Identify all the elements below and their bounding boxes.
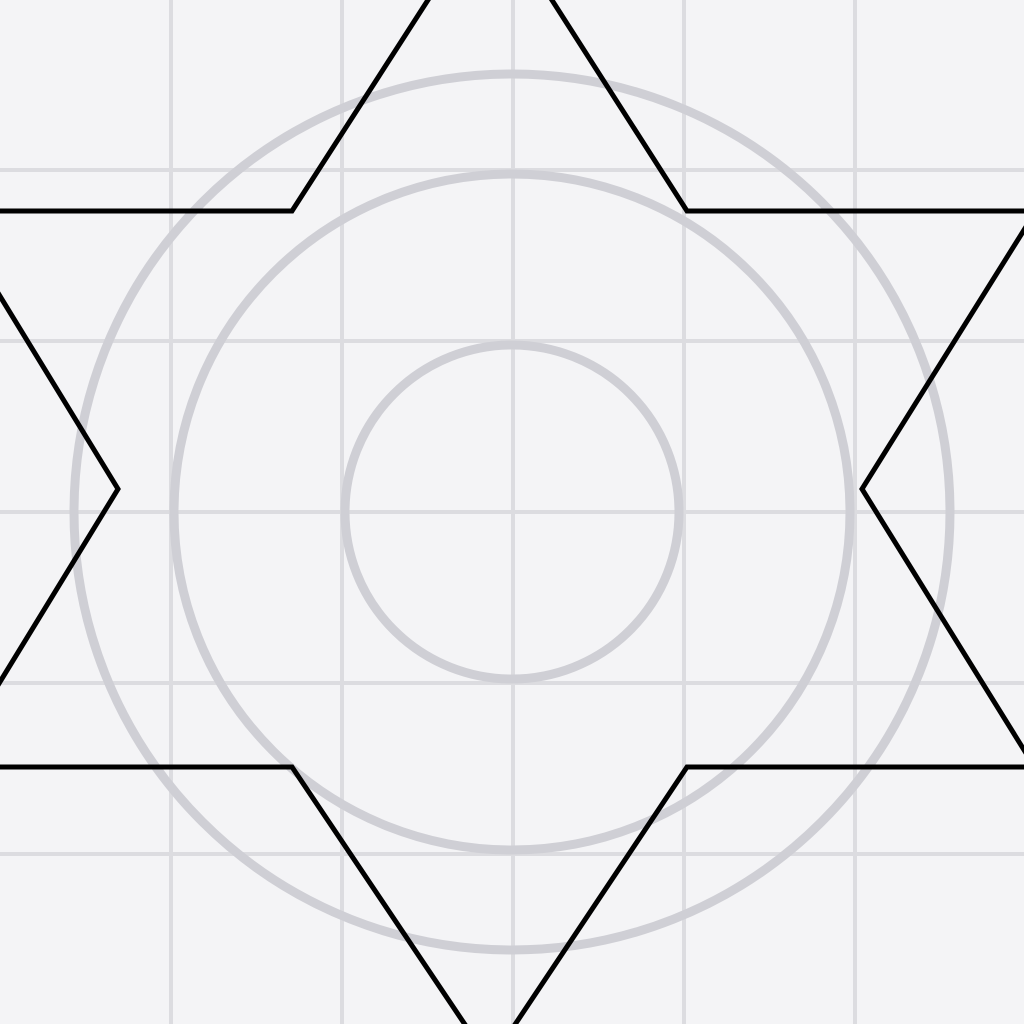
keyline-circles	[69, 69, 955, 955]
guide-circle-outer	[69, 69, 955, 955]
star-outline-left	[0, 291, 121, 687]
guide-circle-inner	[340, 340, 684, 684]
guide-circle-middle	[169, 169, 855, 855]
star-outline-top	[0, 0, 1024, 214]
star-outline-right	[859, 225, 1024, 755]
star-outline-bottom	[0, 764, 1024, 1024]
